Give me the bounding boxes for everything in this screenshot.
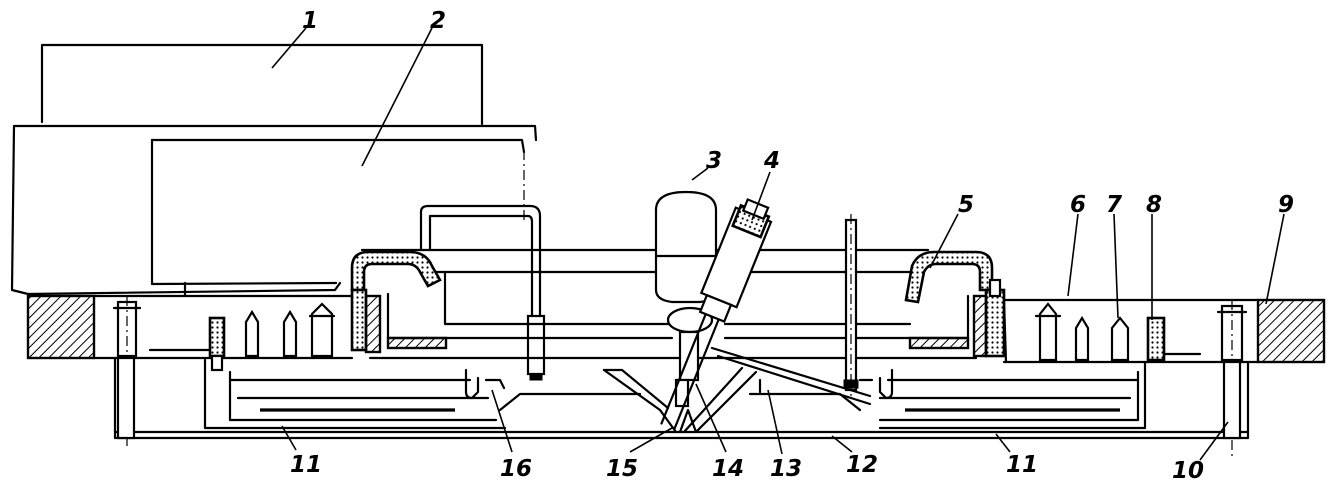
bolt-left-1 [112,296,142,450]
callout-2: 2 [430,8,446,34]
callout-3: 3 [706,148,722,174]
callout-7: 7 [1106,192,1122,218]
callout-9: 9 [1278,192,1294,218]
callout-10: 10 [1172,458,1204,484]
clip-left-16 [464,368,506,400]
callout-4: 4 [763,148,780,174]
callout-15: 15 [606,456,638,482]
callout-1: 1 [302,8,318,34]
bolt-left-4 [282,309,298,358]
bolt-right-6 [1034,302,1062,362]
feed-pipe [419,204,546,381]
bolt-right-10 [1216,300,1248,456]
bolt-left-3 [244,309,260,358]
base-plate [26,294,1326,364]
knife-assembly [602,346,872,434]
left-seal [350,250,442,354]
main-body-block [10,124,538,298]
clip-right [858,368,894,400]
callout-8: 8 [1146,192,1162,218]
callout-13: 13 [770,456,802,482]
upper-housing [40,43,484,126]
callout-12: 12 [846,452,878,478]
callout-11b: 11 [1006,452,1038,478]
callout-16: 16 [500,456,532,482]
inner-cover [360,248,970,350]
bolt-right-8 [1110,316,1130,362]
leader-lines [271,27,1285,461]
callout-labels: 1 2 3 4 5 6 7 8 9 10 11 11 12 13 14 15 1… [290,8,1294,484]
callout-11a: 11 [290,452,322,478]
callout-14: 14 [712,456,744,482]
bolt-right-7 [1074,315,1090,362]
bolt-right-9 [1146,316,1166,362]
bolt-left-2 [208,316,226,372]
callout-5: 5 [958,192,974,218]
bolt-left-5 [308,302,336,358]
stud-center-right [843,214,859,396]
callout-6: 6 [1070,192,1086,218]
